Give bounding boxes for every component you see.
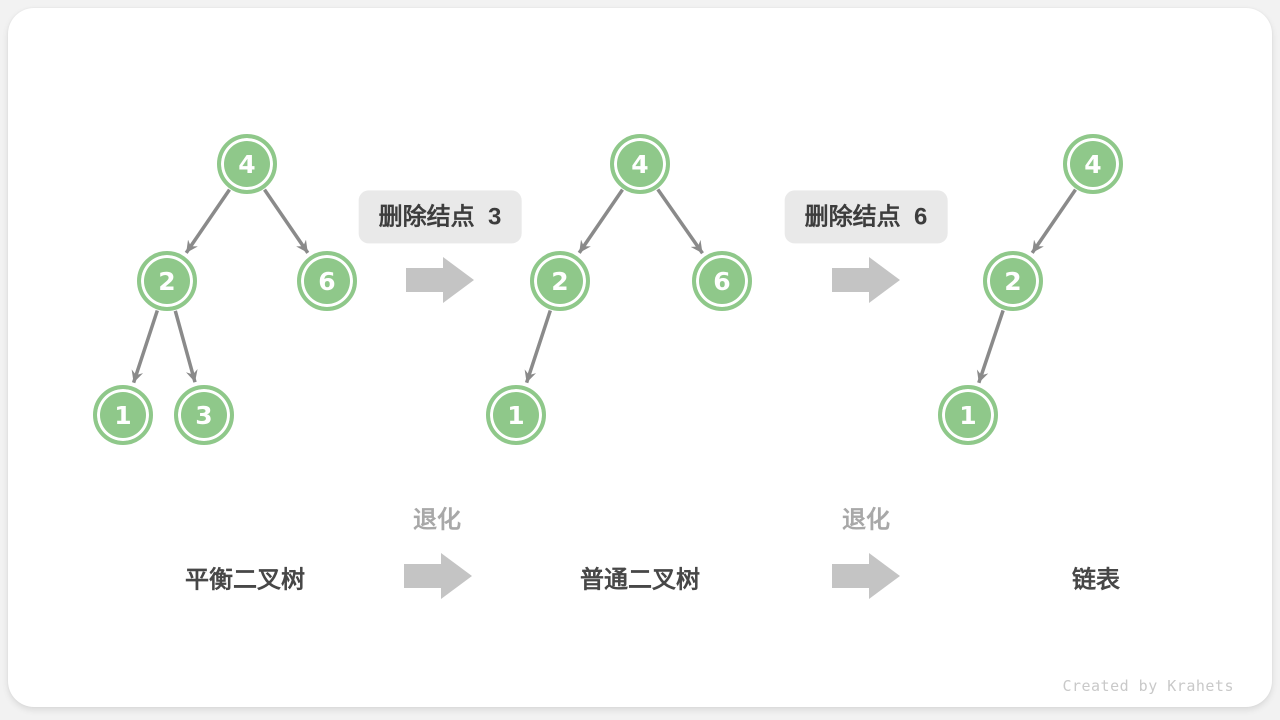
ordinary-binary-tree-node-4: 4: [610, 134, 670, 194]
degrade-label-2: 退化: [842, 506, 890, 534]
linked-list-node-2: 2: [983, 251, 1043, 311]
linked-list-node-4: 4: [1063, 134, 1123, 194]
step-label-1: 删除结点 3: [358, 190, 522, 244]
balanced-binary-tree-node-2: 2: [137, 251, 197, 311]
balanced-binary-tree-node-6: 6: [297, 251, 357, 311]
caption-2: 普通二叉树: [580, 566, 700, 594]
ordinary-binary-tree-node-2: 2: [530, 251, 590, 311]
degrade-label-1: 退化: [413, 506, 461, 534]
balanced-binary-tree-node-3: 3: [174, 385, 234, 445]
step-label-2: 删除结点 6: [784, 190, 948, 244]
diagram-card: [8, 8, 1272, 707]
ordinary-binary-tree-node-1: 1: [486, 385, 546, 445]
caption-3: 链表: [1072, 566, 1120, 594]
watermark: Created by Krahets: [1062, 677, 1234, 695]
linked-list-node-1: 1: [938, 385, 998, 445]
balanced-binary-tree-node-4: 4: [217, 134, 277, 194]
ordinary-binary-tree-node-6: 6: [692, 251, 752, 311]
caption-1: 平衡二叉树: [185, 566, 305, 594]
balanced-binary-tree-node-1: 1: [93, 385, 153, 445]
